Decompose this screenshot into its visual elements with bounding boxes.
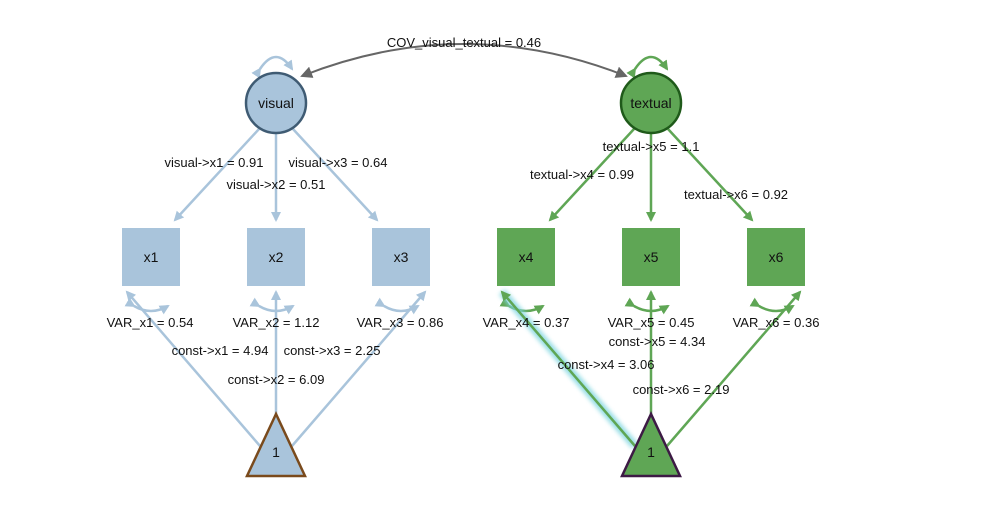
loading-label-x5[interactable]: textual->x5 = 1.1 bbox=[603, 139, 700, 154]
loading-label-x4[interactable]: textual->x4 = 0.99 bbox=[530, 167, 634, 182]
covariance-label[interactable]: COV_visual_textual = 0.46 bbox=[387, 35, 541, 50]
observed-node-x2[interactable]: x2 bbox=[247, 228, 305, 286]
intercept-edge-x1[interactable] bbox=[125, 290, 261, 447]
observed-node-x3[interactable]: x3 bbox=[372, 228, 430, 286]
loading-edge-x1[interactable] bbox=[173, 128, 260, 222]
latent-variance-loop-textual[interactable] bbox=[626, 55, 669, 79]
intercept-label-x5[interactable]: const->x5 = 4.34 bbox=[609, 334, 706, 349]
intercept-label-x6[interactable]: const->x6 = 2.19 bbox=[633, 382, 730, 397]
constant-label-left: 1 bbox=[272, 444, 280, 460]
intercept-edge-x3[interactable] bbox=[291, 290, 427, 447]
covariance-edge[interactable] bbox=[300, 43, 628, 78]
labels-layer: COV_visual_textual = 0.46 visual->x1 = 0… bbox=[107, 35, 820, 397]
loading-label-x6[interactable]: textual->x6 = 0.92 bbox=[684, 187, 788, 202]
variance-label-x5[interactable]: VAR_x5 = 0.45 bbox=[608, 315, 695, 330]
latent-variance-loop-visual[interactable] bbox=[251, 55, 294, 79]
intercept-edge-x4[interactable] bbox=[500, 290, 636, 447]
variance-label-x3[interactable]: VAR_x3 = 0.86 bbox=[357, 315, 444, 330]
observed-label-x5: x5 bbox=[644, 249, 659, 265]
observed-node-x1[interactable]: x1 bbox=[122, 228, 180, 286]
intercept-edge-x6[interactable] bbox=[666, 290, 802, 447]
latent-label-textual: textual bbox=[630, 95, 671, 111]
variance-label-x1[interactable]: VAR_x1 = 0.54 bbox=[107, 315, 194, 330]
intercept-label-x2[interactable]: const->x2 = 6.09 bbox=[228, 372, 325, 387]
observed-node-x6[interactable]: x6 bbox=[747, 228, 805, 286]
variance-label-x6[interactable]: VAR_x6 = 0.36 bbox=[733, 315, 820, 330]
observed-label-x4: x4 bbox=[519, 249, 534, 265]
variance-loop-x3[interactable] bbox=[374, 297, 420, 315]
loading-edge-x6[interactable] bbox=[667, 128, 754, 222]
loading-label-x3[interactable]: visual->x3 = 0.64 bbox=[288, 155, 387, 170]
variance-loop-x1[interactable] bbox=[124, 297, 170, 315]
constant-node-left[interactable]: 1 bbox=[245, 411, 307, 478]
observed-node-x4[interactable]: x4 bbox=[497, 228, 555, 286]
observed-label-x1: x1 bbox=[144, 249, 159, 265]
constant-label-right: 1 bbox=[647, 444, 655, 460]
constant-node-right[interactable]: 1 bbox=[620, 411, 682, 478]
variance-label-x4[interactable]: VAR_x4 = 0.37 bbox=[483, 315, 570, 330]
variance-loop-x6[interactable] bbox=[749, 297, 795, 315]
loading-label-x1[interactable]: visual->x1 = 0.91 bbox=[164, 155, 263, 170]
observed-label-x3: x3 bbox=[394, 249, 409, 265]
nodes-layer: visual textual x1 x2 x3 x4 x5 bbox=[122, 71, 805, 478]
variance-label-x2[interactable]: VAR_x2 = 1.12 bbox=[233, 315, 320, 330]
loading-label-x2[interactable]: visual->x2 = 0.51 bbox=[226, 177, 325, 192]
intercept-label-x1[interactable]: const->x1 = 4.94 bbox=[172, 343, 269, 358]
latent-node-textual[interactable]: textual bbox=[619, 71, 683, 135]
intercept-label-x3[interactable]: const->x3 = 2.25 bbox=[284, 343, 381, 358]
intercept-label-x4[interactable]: const->x4 = 3.06 bbox=[558, 357, 655, 372]
latent-node-visual[interactable]: visual bbox=[244, 71, 308, 135]
edges-layer bbox=[124, 43, 802, 449]
loading-edge-x4[interactable] bbox=[548, 128, 635, 222]
observed-label-x6: x6 bbox=[769, 249, 784, 265]
latent-label-visual: visual bbox=[258, 95, 294, 111]
loading-edge-x3[interactable] bbox=[292, 128, 379, 222]
observed-node-x5[interactable]: x5 bbox=[622, 228, 680, 286]
observed-label-x2: x2 bbox=[269, 249, 284, 265]
